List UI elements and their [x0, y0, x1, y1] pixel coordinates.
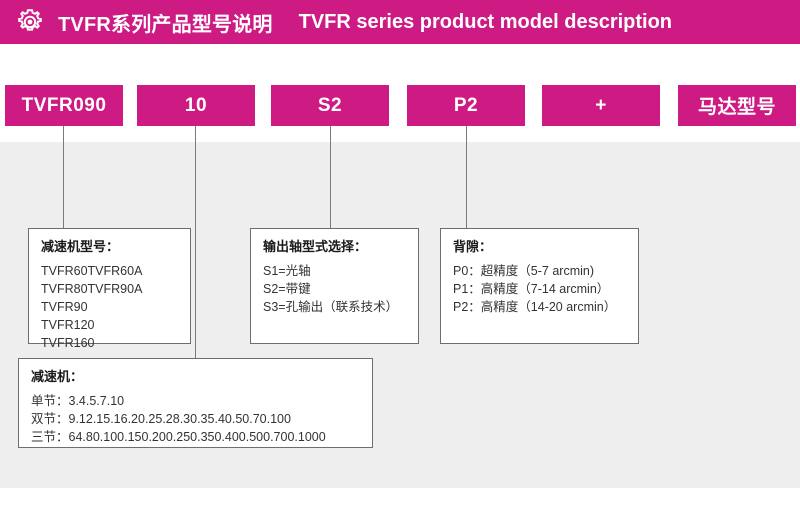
connector-line-ratio [195, 126, 196, 358]
model-segment-backlash[interactable]: P2 [407, 85, 525, 126]
connector-line-shaft [330, 126, 331, 228]
info-box-output-shaft: 输出轴型式选择： S1=光轴 S2=带键 S3=孔输出（联系技术） [250, 228, 419, 344]
gearbox-model-col1: TVFR60 [41, 264, 88, 278]
list-item: P2：高精度（14-20 arcmin） [453, 300, 617, 314]
info-box-title: 输出轴型式选择： [263, 239, 368, 254]
table-row: TVFR80TVFR90A [41, 280, 190, 298]
model-segment-motor[interactable]: 马达型号 [678, 85, 796, 126]
table-row: TVFR120 [41, 316, 190, 334]
model-segment-ratio[interactable]: 10 [137, 85, 255, 126]
gearbox-model-col1: TVFR80 [41, 282, 88, 296]
info-box-title: 减速机： [31, 369, 84, 384]
list-item: P0：超精度（5-7 arcmin) [453, 264, 594, 278]
gearbox-model-col1: TVFR120 [41, 318, 95, 332]
gearbox-model-col2: TVFR60A [87, 264, 143, 278]
table-row: TVFR160 [41, 334, 190, 352]
list-item: S1=光轴 [263, 264, 311, 278]
info-box-reduction-ratios: 减速机： 单节：3.4.5.7.10 双节：9.12.15.16.20.25.2… [18, 358, 373, 448]
info-box-title: 减速机型号： [41, 239, 120, 254]
gearbox-model-col1: TVFR90 [41, 300, 88, 314]
list-item: S3=孔输出（联系技术） [263, 300, 399, 314]
model-segment-gearbox[interactable]: TVFR090 [5, 85, 123, 126]
list-item: S2=带键 [263, 282, 311, 296]
header-title-en: TVFR series product model description [298, 10, 673, 33]
table-row: TVFR90 [41, 298, 190, 316]
list-item: 三节：64.80.100.150.200.250.350.400.500.700… [31, 430, 326, 444]
gearbox-model-col2: TVFR90A [87, 282, 143, 296]
header-title-cn: TVFR系列产品型号说明 [58, 13, 273, 36]
info-box-backlash: 背隙： P0：超精度（5-7 arcmin) P1：高精度（7-14 arcmi… [440, 228, 639, 344]
list-item: P1：高精度（7-14 arcmin） [453, 282, 610, 296]
info-box-gearbox-model: 减速机型号： TVFR60TVFR60A TVFR80TVFR90A TVFR9… [28, 228, 191, 350]
model-segment-shaft[interactable]: S2 [271, 85, 389, 126]
connector-line-gearbox [63, 126, 64, 228]
connector-line-backlash [466, 126, 467, 228]
list-item: 双节：9.12.15.16.20.25.28.30.35.40.50.70.10… [31, 412, 291, 426]
list-item: 单节：3.4.5.7.10 [31, 394, 125, 408]
model-segment-plus[interactable]: + [542, 85, 660, 126]
table-row: TVFR60TVFR60A [41, 262, 190, 280]
info-box-title: 背隙： [453, 239, 493, 254]
gearbox-model-col1: TVFR160 [41, 336, 95, 350]
gear-icon [8, 0, 52, 44]
page-header: TVFR系列产品型号说明 TVFR series product model d… [0, 0, 800, 44]
